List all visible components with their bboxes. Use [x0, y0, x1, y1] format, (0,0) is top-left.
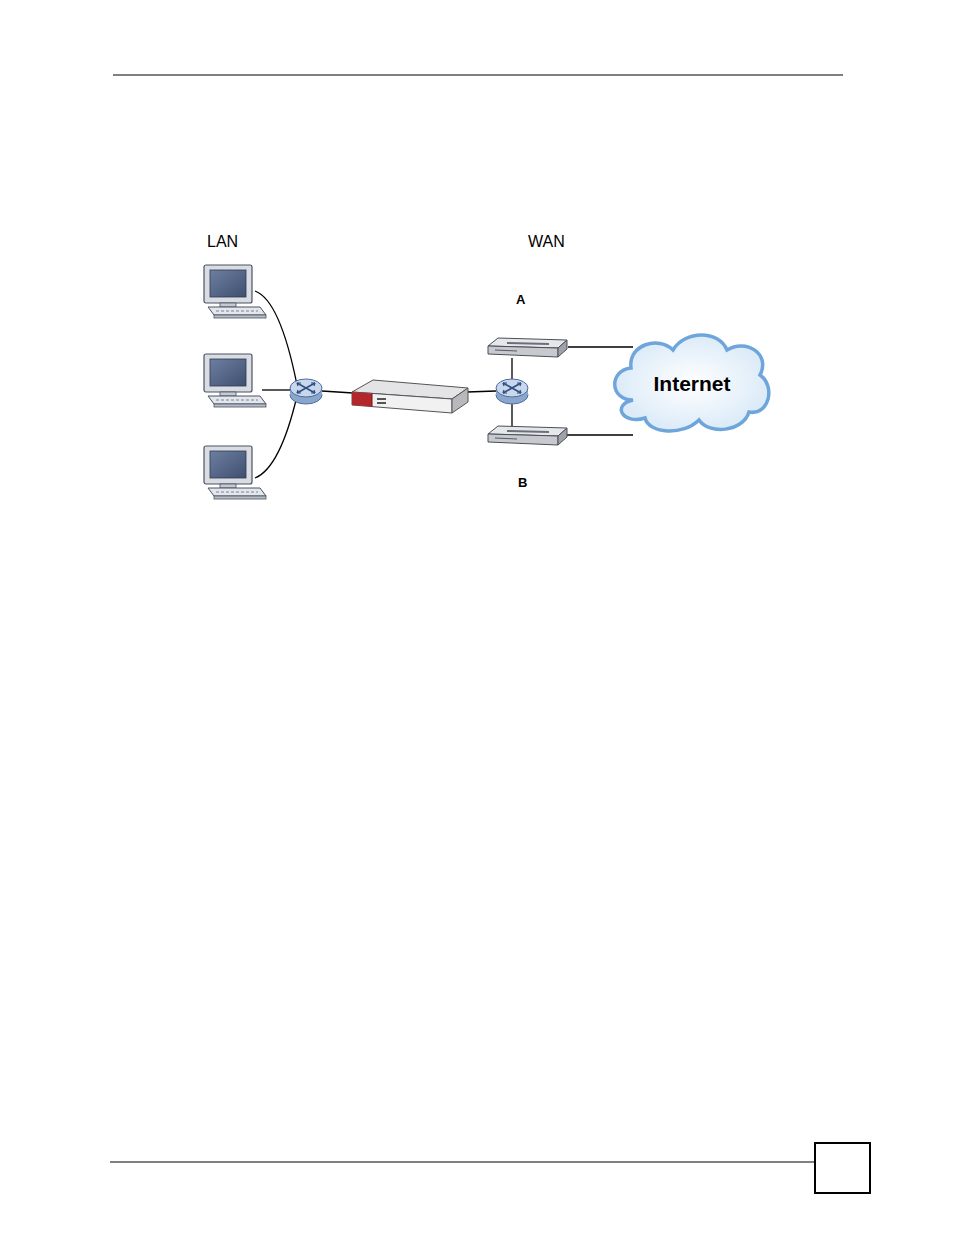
cloud-label: Internet: [645, 370, 730, 396]
device-letter: B: [487, 475, 527, 490]
network-link: [568, 346, 633, 347]
switch: [290, 379, 322, 404]
modem: B: [487, 424, 569, 490]
device-letter: A: [487, 289, 573, 307]
computer: [204, 354, 266, 407]
modem-symbol: [487, 337, 569, 361]
computer: [204, 265, 266, 318]
lan-wire: [255, 291, 297, 385]
footer-rule: [110, 1162, 815, 1163]
page-number-box: [815, 1143, 870, 1193]
cloud-shape: [615, 335, 769, 431]
network-link: [564, 434, 633, 435]
modem-symbol: [487, 425, 569, 449]
wan-wire: [511, 358, 512, 381]
region-label: WAN: [528, 233, 565, 251]
internet-cloud: Internet: [603, 328, 773, 438]
wan-wire: [467, 391, 496, 392]
firewall-device: [352, 380, 468, 413]
region-label: LAN: [207, 233, 238, 251]
lan-wire: [255, 396, 297, 478]
switch: [496, 379, 528, 404]
lan-wire: [262, 389, 290, 390]
computer: [204, 446, 266, 499]
lan-wire: [322, 391, 353, 393]
modem: A: [487, 289, 573, 360]
header-rule: [113, 75, 843, 76]
